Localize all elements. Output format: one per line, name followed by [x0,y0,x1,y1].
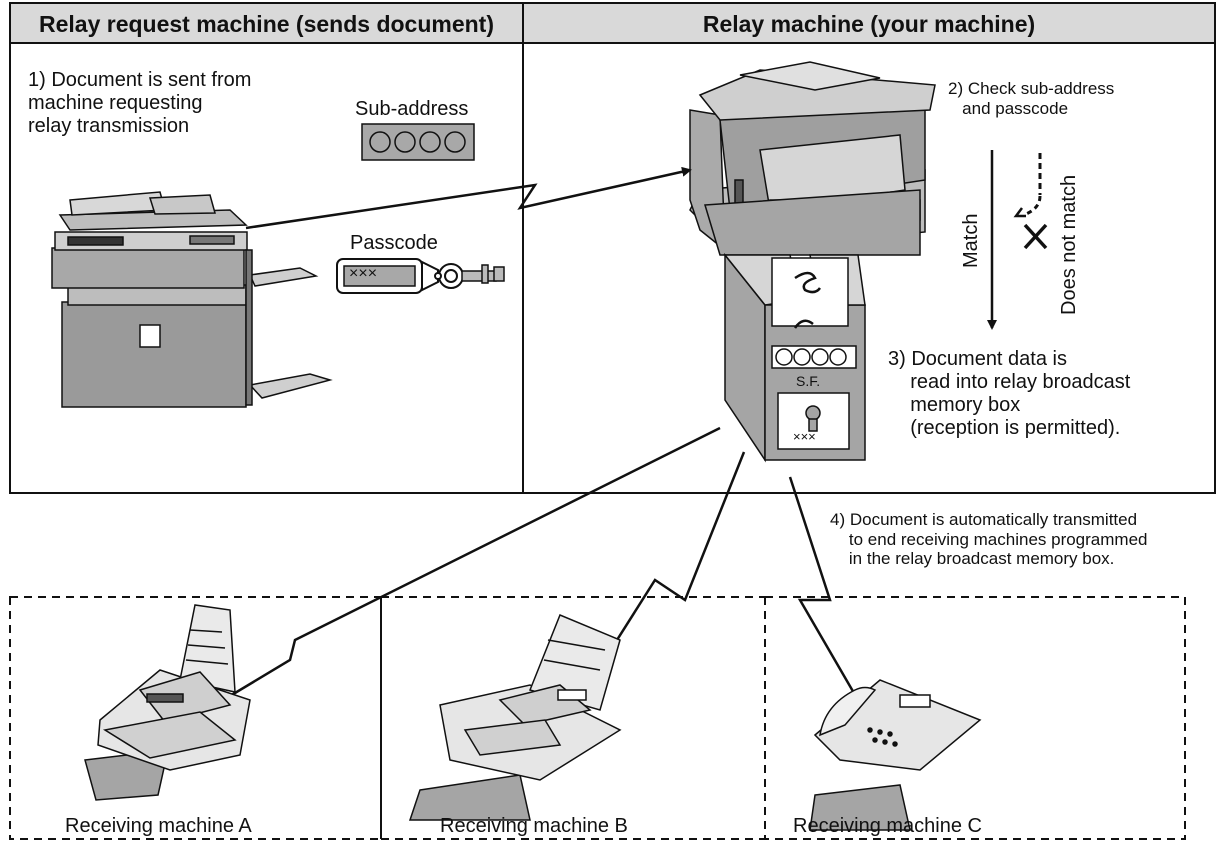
passcode-label: Passcode [350,232,438,254]
box-passcode-mask-text: ××× [793,429,816,444]
sub-address-label: Sub-address [355,98,469,120]
step-4-text: 4) Document is automatically transmitted… [830,510,1148,569]
receiver-boxes [9,596,1186,840]
passcode-mask-text: ××× [349,265,378,282]
check-arrows [987,150,1048,330]
receiver-a-label: Receiving machine A [65,815,252,837]
relay-memory-box [723,252,866,463]
match-label: Match [960,213,982,268]
header-relay-machine: Relay machine (your machine) [702,11,1036,37]
receiving-machine-a-illustration [84,604,251,801]
sub-address-graphic [361,123,475,161]
receiving-machine-c-illustration [809,679,982,831]
top-panels-frame [9,2,1216,494]
receiving-machine-b-illustration [408,614,622,821]
header-relay-request-machine: Relay request machine (sends document) [38,11,494,37]
receiver-c-label: Receiving machine C [793,815,982,837]
step-3-text: 3) Document data is read into relay broa… [888,348,1131,439]
step-2-text: 2) Check sub-address and passcode [948,79,1115,118]
sf-label: S.F. [796,373,821,389]
relay-machine-illustration [689,61,936,256]
receiver-b-label: Receiving machine B [440,815,628,837]
does-not-match-label: Does not match [1058,174,1080,315]
passcode-key-icon [336,258,505,294]
transmission-arrows [213,166,860,707]
step-1-text: 1) Document is sent from machine request… [28,69,252,137]
sending-machine-illustration [51,191,333,408]
